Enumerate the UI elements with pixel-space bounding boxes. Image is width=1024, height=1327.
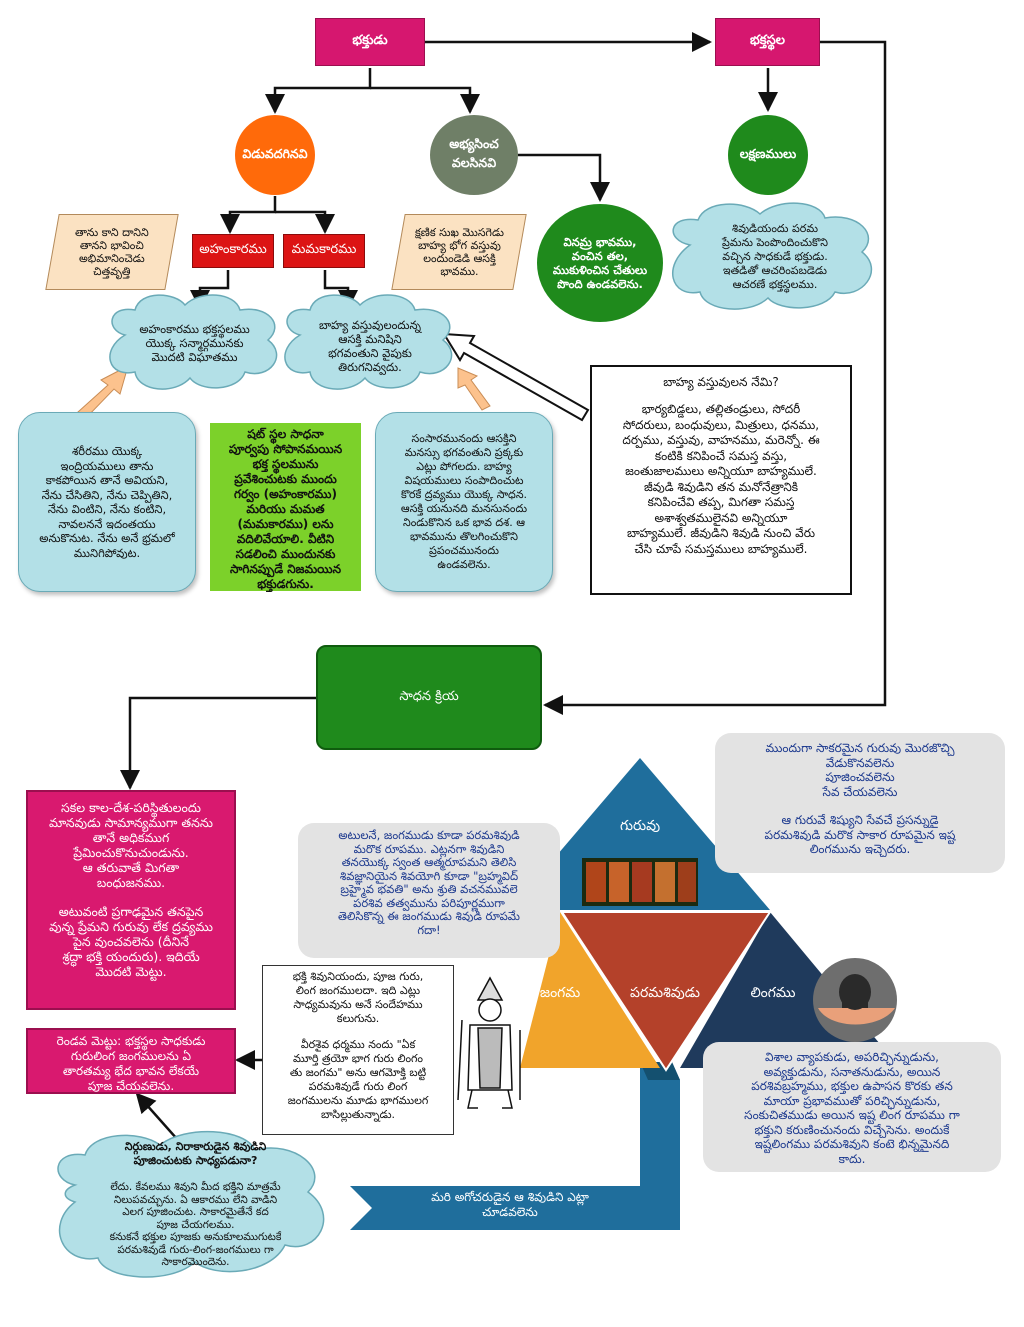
peach-arrow-left bbox=[77, 365, 129, 419]
sadhana-box: సాధన క్రియ bbox=[316, 645, 542, 750]
to-practice-label: అభ్యసించ వలసినవి bbox=[449, 136, 499, 170]
cloud-mamakara-text: బాహ్య వస్తువులందున్న ఆసక్తి మనిషిని భగవం… bbox=[318, 318, 422, 374]
jangama-figure bbox=[457, 976, 521, 1109]
first-step-p2: అటువంటి ప్రగాఢమైన తనపైన వున్న ప్రేమని గు… bbox=[49, 904, 213, 979]
peach-arrow-right bbox=[457, 367, 491, 411]
to-leave-label: విడువదగినవి bbox=[242, 145, 308, 161]
humility-text: వినమ్ర భావము, వంచిన తల, ముకుళించిన చేతుల… bbox=[552, 235, 648, 291]
circle-to-leave: విడువదగినవి bbox=[235, 115, 315, 195]
ribbon bbox=[350, 1062, 680, 1230]
circle-signs: లక్షణములు bbox=[728, 115, 808, 195]
first-step-box: సకల కాల-దేశ-పరిస్థితులందు మానవుడు సామాన్… bbox=[26, 790, 236, 1010]
devotee-label: భక్తుడు bbox=[352, 33, 388, 48]
body-illusion-text: శరీరము యొక్క ఇంద్రియములు తాను కాకపోయిన త… bbox=[39, 444, 175, 560]
jangama-grey-box: అటులనే, జంగముడు కూడా పరమశివుడి మరొక రూపమ… bbox=[298, 823, 560, 958]
cloud-mamakara bbox=[284, 294, 453, 390]
block-arrow-left bbox=[442, 332, 590, 422]
agama-box: భక్తి శివునియందు, పూజ గురు, లింగ జంగములద… bbox=[262, 965, 454, 1135]
bottom-cloud-title: నిర్గుణుడు, నిరాకారుడైన శివుడిని పూజించు… bbox=[124, 1140, 267, 1167]
guru-photo-strip bbox=[582, 858, 698, 906]
cloud-bottom bbox=[57, 1130, 325, 1278]
agama-p1: భక్తి శివునియందు, పూజ గురు, లింగ జంగములద… bbox=[292, 970, 424, 1025]
mamakara-label: మమకారము bbox=[291, 242, 357, 257]
mamakara-box: మమకారము bbox=[283, 234, 365, 268]
guru-grey-p1: ముందుగా సాకరమైన గురువు మొరజొచ్చి వేడుకొన… bbox=[765, 741, 955, 799]
external-things-box: బాహ్య వస్తువులన నేమి? భార్యబిడ్డలు, తల్ల… bbox=[590, 365, 852, 595]
paramashiva-label: పరమశివుడు bbox=[630, 985, 700, 1001]
cloud-signs bbox=[672, 202, 873, 310]
linga-label: లింగము bbox=[750, 985, 796, 1001]
connector-arrows bbox=[120, 32, 887, 1149]
linga-grey-box: విశాల వ్యాపకుడు, అపరిచ్ఛిన్నుడును, అవ్యక… bbox=[703, 1042, 1001, 1172]
cloud-shapes bbox=[57, 202, 873, 1278]
green-note-text: షట్ స్థల సాధనా పూర్వపు సోపానమయిన భక్త స్… bbox=[228, 427, 343, 591]
circle-to-practice: అభ్యసించ వలసినవి bbox=[430, 115, 518, 195]
world-attachment-box: సంసారమునందు ఆసక్తిని మనస్సు భగవంతుని ప్ర… bbox=[375, 412, 553, 592]
attachment-text: క్షణిక సుఖ మొసగెడు బాహ్య భోగ వస్తువు లంద… bbox=[414, 226, 504, 278]
bottom-cloud-text: నిర్గుణుడు, నిరాకారుడైన శివుడిని పూజించు… bbox=[78, 1140, 313, 1269]
world-attachment-text: సంసారమునందు ఆసక్తిని మనస్సు భగవంతుని ప్ర… bbox=[400, 432, 528, 571]
bhaktasthala-label: భక్తస్థల bbox=[750, 33, 785, 48]
cloud-ahamkara bbox=[109, 294, 278, 390]
linga-grey-text: విశాల వ్యాపకుడు, అపరిచ్ఛిన్నుడును, అవ్యక… bbox=[744, 1050, 960, 1166]
external-body: భార్యబిడ్డలు, తల్లితండ్రులు, సోదరీ సోదరు… bbox=[622, 402, 820, 556]
guru-label: గురువు bbox=[619, 818, 661, 834]
jangama-grey-text: అటులనే, జంగముడు కూడా పరమశివుడి మరొక రూపమ… bbox=[338, 828, 520, 937]
circle-humility: వినమ్ర భావము, వంచిన తల, ముకుళించిన చేతుల… bbox=[537, 204, 663, 322]
self-text: తాను కాని దానిని తానని భావించి అభిమానించ… bbox=[75, 226, 149, 278]
ribbon-text: మరి అగోచరుడైన ఆ శివుడిని ఎట్లా చూడవలెను bbox=[431, 1190, 589, 1219]
devotee-box: భక్తుడు bbox=[315, 18, 425, 66]
second-step-box: రెండవ మెట్టు: భక్తస్థల సాధకుడు గురులింగ … bbox=[26, 1028, 236, 1094]
parallelogram-attachment: క్షణిక సుఖ మొసగెడు బాహ్య భోగ వస్తువు లంద… bbox=[391, 214, 527, 290]
sadhana-label: సాధన క్రియ bbox=[399, 688, 459, 704]
green-note-box: షట్ స్థల సాధనా పూర్వపు సోపానమయిన భక్త స్… bbox=[210, 423, 361, 591]
triangle-guru bbox=[510, 758, 770, 910]
agama-p2: వీరశైవ ధర్మము నందు "ఏక మూర్తి త్రయో భాగ … bbox=[287, 1038, 429, 1121]
ahamkara-label: అహంకారము bbox=[199, 242, 267, 257]
cloud-ahamkara-text: అహంకారము భక్తస్థలము యొక్క సన్మార్గమునకు … bbox=[139, 322, 250, 364]
parallelogram-self: తాను కాని దానిని తానని భావించి అభిమానించ… bbox=[45, 214, 179, 290]
linga-image bbox=[813, 958, 897, 1042]
cloud-signs-text: శివుడియందు పరమ ప్రేమను పెంపొందించుకొని వ… bbox=[722, 222, 828, 291]
body-illusion-box: శరీరము యొక్క ఇంద్రియములు తాను కాకపోయిన త… bbox=[18, 412, 196, 592]
second-step-text: రెండవ మెట్టు: భక్తస్థల సాధకుడు గురులింగ … bbox=[56, 1034, 206, 1093]
guru-grey-p2: ఆ గురువే శిష్యుని సేవచే ప్రసన్నుడై పరమశి… bbox=[764, 813, 956, 856]
ahamkara-box: అహంకారము bbox=[192, 234, 274, 268]
external-title: బాహ్య వస్తువులన నేమి? bbox=[663, 375, 779, 389]
triangle-paramashiva bbox=[560, 911, 772, 1072]
first-step-p1: సకల కాల-దేశ-పరిస్థితులందు మానవుడు సామాన్… bbox=[49, 800, 213, 890]
bhaktasthala-box: భక్తస్థల bbox=[715, 18, 820, 66]
guru-grey-box: ముందుగా సాకరమైన గురువు మొరజొచ్చి వేడుకొన… bbox=[715, 733, 1005, 873]
signs-label: లక్షణములు bbox=[739, 145, 797, 161]
jangama-label: జంగమ bbox=[539, 985, 581, 1001]
bottom-cloud-body: లేదు. కేవలము శివుని మీద భక్తిని మాత్రమే … bbox=[109, 1181, 282, 1268]
